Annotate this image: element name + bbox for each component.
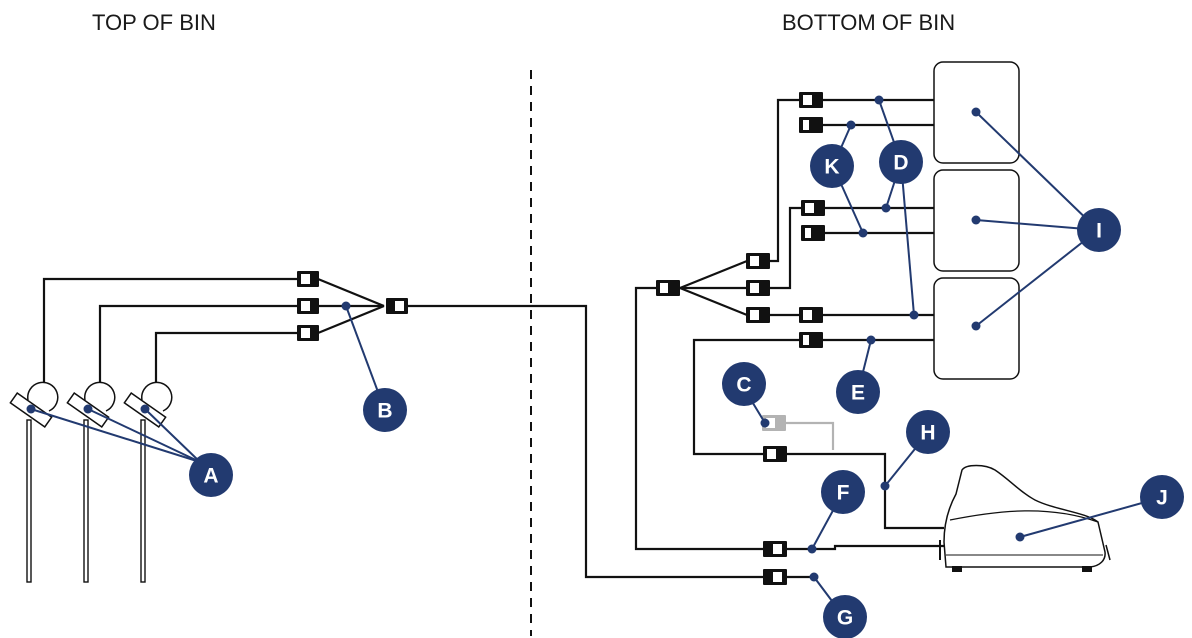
hub-branch-3: [679, 286, 748, 317]
connector-left-merge: [386, 298, 408, 314]
merge-line-1: [317, 277, 385, 308]
connector-left-1: [297, 271, 319, 287]
gray-cable: [786, 421, 835, 450]
badge-h: H: [906, 410, 950, 454]
badge-c: C: [722, 362, 766, 406]
sensor-1: [9, 381, 59, 583]
connector-loop: [763, 446, 787, 462]
connector-hub: [656, 280, 680, 296]
badge-i-label: I: [1096, 220, 1102, 243]
bottom-of-bin-heading: BOTTOM OF BIN: [782, 10, 955, 35]
badge-a-label: A: [203, 465, 218, 488]
sensor-rod-1: [26, 419, 32, 583]
connector-module-2-bottom: [801, 225, 825, 241]
badge-b-label: B: [377, 400, 392, 423]
main-trunk-cable: [406, 304, 765, 579]
connector-module-3-bottom: [799, 332, 823, 348]
badge-g-label: G: [837, 607, 853, 630]
loop-cable: [692, 338, 802, 456]
badge-j: J: [1140, 475, 1184, 519]
connector-f: [763, 541, 787, 557]
badge-j-label: J: [1156, 487, 1168, 510]
badge-c-label: C: [736, 374, 751, 397]
sensor-cable-group: [42, 277, 765, 579]
sensor-cable-1: [42, 277, 298, 395]
badge-f: F: [821, 470, 865, 514]
badge-a: A: [189, 453, 233, 497]
badge-h-label: H: [920, 422, 935, 445]
sensor-cable-3: [154, 331, 298, 404]
badge-b: B: [363, 388, 407, 432]
hub-to-f-cable: [634, 286, 765, 551]
badge-g: G: [823, 595, 867, 638]
connector-module-1-bottom: [799, 117, 823, 133]
connector-module-1-top: [799, 92, 823, 108]
connector-g: [763, 569, 787, 585]
hub-branch-1: [679, 259, 748, 290]
connector-branch-2: [746, 280, 770, 296]
badge-d-label: D: [893, 152, 908, 175]
sensor-2: [66, 381, 116, 583]
sensor-cable-2: [98, 304, 298, 404]
badge-f-label: F: [837, 482, 850, 505]
h-cable-to-controller: [787, 452, 944, 530]
callout-dots: [26, 95, 1025, 582]
branch-to-module-2: [770, 206, 802, 290]
connector-module-3-top: [799, 307, 823, 323]
connector-left-2: [297, 298, 319, 314]
badge-k: K: [810, 144, 854, 188]
connector-branch-1: [746, 253, 770, 269]
badge-e: E: [836, 370, 880, 414]
connector-branch-3: [746, 307, 770, 323]
badge-e-label: E: [851, 382, 865, 405]
branch-to-module-1: [770, 98, 800, 263]
connector-gray: [762, 415, 786, 431]
connector-left-3: [297, 325, 319, 341]
badge-k-label: K: [824, 156, 839, 179]
controller-device: [939, 464, 1111, 572]
badge-i: I: [1077, 208, 1121, 252]
top-of-bin-heading: TOP OF BIN: [92, 10, 216, 35]
connector-module-2-top: [801, 200, 825, 216]
badge-d: D: [879, 140, 923, 184]
sensor-rod-3: [140, 419, 146, 583]
sensor-rod-2: [83, 419, 89, 583]
